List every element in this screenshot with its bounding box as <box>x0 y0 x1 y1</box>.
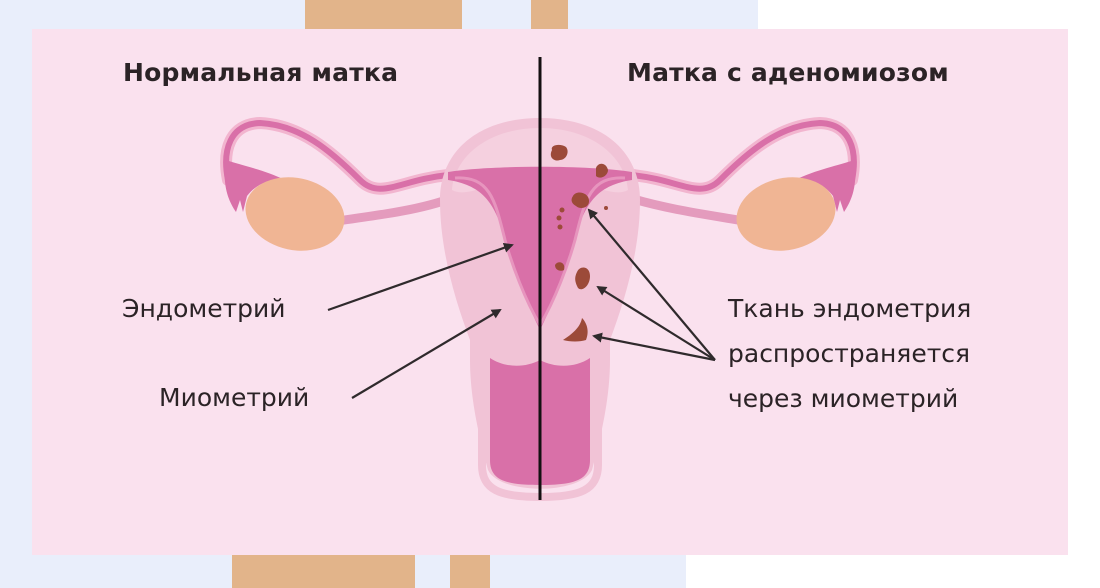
lesion-arrow-1 <box>587 208 716 361</box>
label-adenomyosis-line-3: через миометрий <box>728 384 959 413</box>
decor-bar-top-2 <box>531 0 568 32</box>
decor-bar-bottom-1 <box>232 555 415 588</box>
label-adenomyosis-description: Ткань эндометрия распространяется через … <box>728 296 971 412</box>
label-myometrium: Миометрий <box>159 383 310 412</box>
label-endometrium: Эндометрий <box>122 294 286 323</box>
right-fallopian-tube <box>626 116 860 212</box>
myometrium-arrow <box>351 308 502 399</box>
endometrium-arrow <box>327 242 514 312</box>
title-normal-uterus: Нормальная матка <box>123 58 399 87</box>
label-arrows-right <box>587 208 716 362</box>
adenomyosis-lesions <box>550 144 608 342</box>
left-ovarian-ligament <box>325 193 457 227</box>
label-adenomyosis-line-1: Ткань эндометрия <box>728 294 972 323</box>
right-ovary <box>736 177 836 251</box>
left-ovary <box>245 177 345 251</box>
right-ovarian-ligament <box>625 193 755 227</box>
left-fallopian-tube <box>220 116 454 212</box>
decor-bar-bottom-2 <box>450 555 490 588</box>
label-adenomyosis-line-2: распространяется <box>728 339 971 368</box>
lesion-arrow-3 <box>592 332 716 362</box>
title-adenomyosis-uterus: Матка с аденомиозом <box>627 58 949 87</box>
label-arrows-left <box>327 242 514 399</box>
lesion-arrow-2 <box>596 285 716 361</box>
decor-bar-top-1 <box>305 0 462 32</box>
